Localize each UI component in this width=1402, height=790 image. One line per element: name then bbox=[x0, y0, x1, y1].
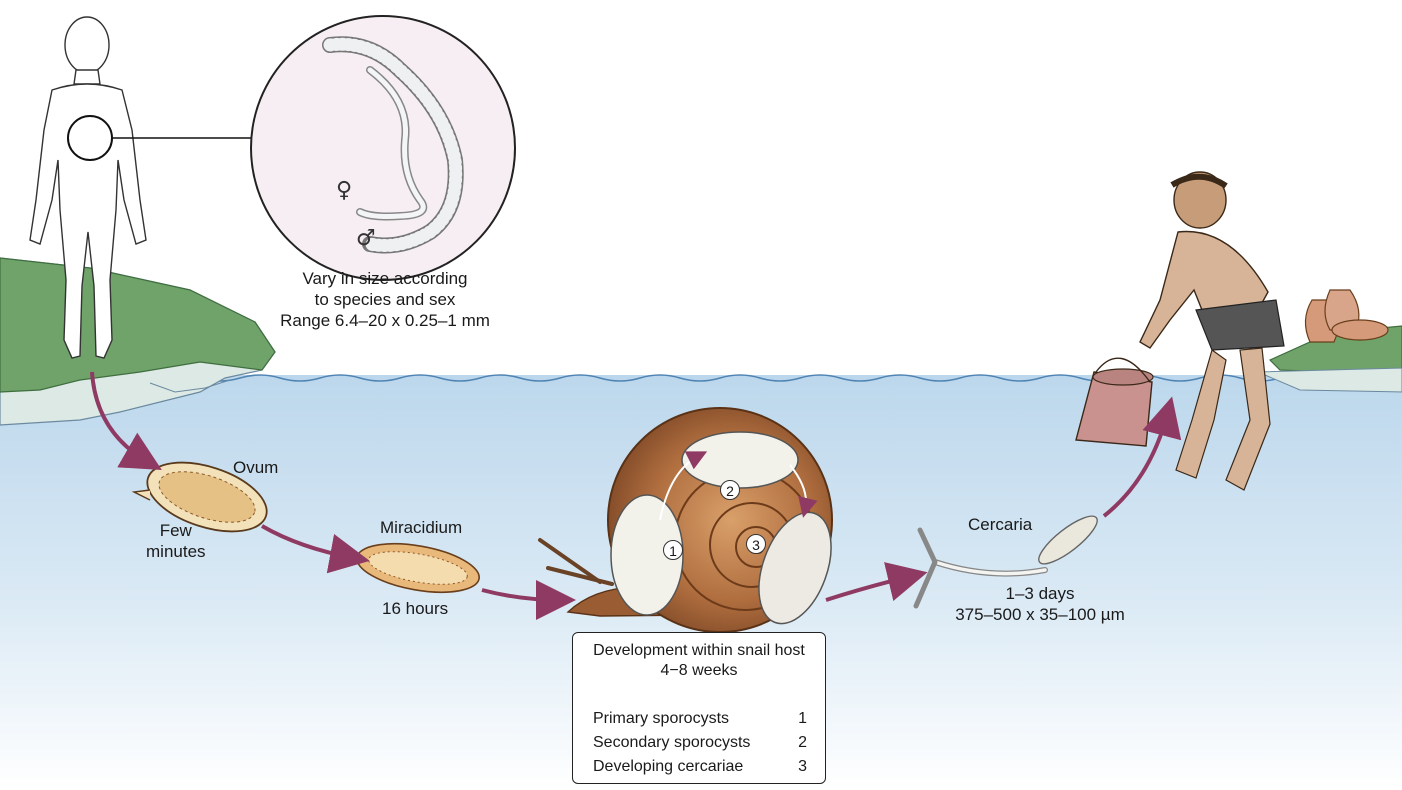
stage-number: 3 bbox=[798, 757, 807, 777]
size-caption-line-3: Range 6.4–20 x 0.25–1 mm bbox=[255, 310, 515, 331]
size-caption: Vary in size according to species and se… bbox=[255, 268, 515, 331]
stage-number: 2 bbox=[798, 733, 807, 753]
size-caption-line-1: Vary in size according bbox=[255, 268, 515, 289]
male-symbol: ♂ bbox=[356, 226, 376, 251]
female-symbol: ♀ bbox=[336, 178, 352, 203]
adult-worms-magnified bbox=[251, 16, 515, 280]
cercaria-time: 1–3 days bbox=[935, 583, 1145, 604]
ovum-label: Ovum bbox=[233, 457, 278, 478]
stage-name: Developing cercariae bbox=[593, 758, 743, 775]
snail-box-title: Development within snail host 4−8 weeks bbox=[573, 641, 825, 681]
snail-box-title-line-2: 4−8 weeks bbox=[573, 661, 825, 681]
stage-marker-1: 1 bbox=[663, 540, 683, 560]
cercaria-size: 375–500 x 35–100 µm bbox=[935, 604, 1145, 625]
stage-marker-2: 2 bbox=[720, 480, 740, 500]
size-caption-line-2: to species and sex bbox=[255, 289, 515, 310]
pots-icon bbox=[1305, 290, 1388, 342]
miracidium-label: Miracidium bbox=[380, 517, 462, 538]
cercaria-caption: 1–3 days 375–500 x 35–100 µm bbox=[935, 583, 1145, 625]
stage-row: Developing cercariae 3 bbox=[593, 757, 807, 777]
stage-marker-3: 3 bbox=[746, 534, 766, 554]
snail-development-box: Development within snail host 4−8 weeks … bbox=[572, 632, 826, 784]
cercaria-label: Cercaria bbox=[968, 514, 1032, 535]
stage-name: Primary sporocysts bbox=[593, 710, 729, 727]
few-minutes-line-1: Few bbox=[146, 520, 206, 541]
few-minutes-line-2: minutes bbox=[146, 541, 206, 562]
stage-number: 1 bbox=[798, 709, 807, 729]
bucket-icon bbox=[1076, 358, 1153, 446]
snail-box-title-line-1: Development within snail host bbox=[573, 641, 825, 661]
stage-name: Secondary sporocysts bbox=[593, 734, 750, 751]
infection-site-marker bbox=[68, 116, 112, 160]
few-minutes-label: Few minutes bbox=[146, 520, 206, 562]
stage-row: Secondary sporocysts 2 bbox=[593, 733, 807, 753]
stage-row: Primary sporocysts 1 bbox=[593, 709, 807, 729]
sixteen-hours-label: 16 hours bbox=[382, 598, 448, 619]
